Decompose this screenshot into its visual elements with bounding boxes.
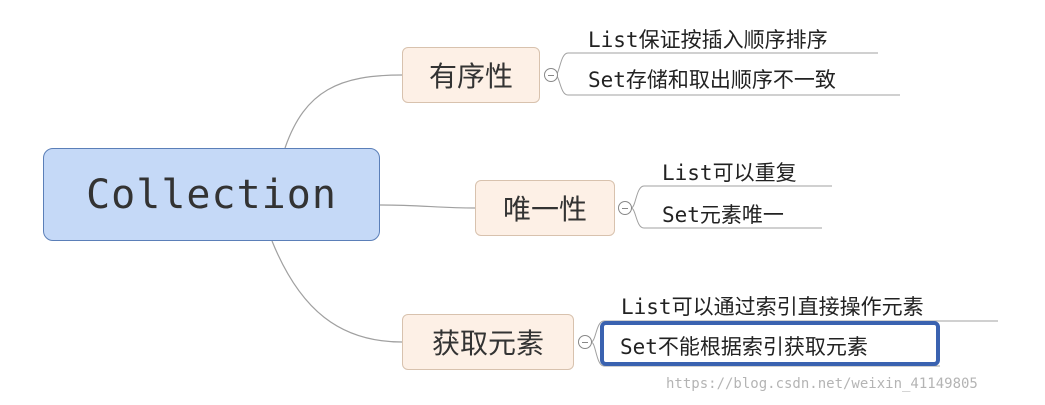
uniqueness-to-leaf-1-line (630, 185, 832, 209)
selection-highlight (600, 321, 940, 366)
collapse-element-access-icon[interactable] (578, 335, 592, 349)
topic-element-access-label: 获取元素 (431, 327, 544, 360)
leaf-access-set[interactable]: Set不能根据索引获取元素 (620, 335, 868, 359)
root-label: Collection (86, 171, 337, 218)
root-to-uniqueness-line (379, 204, 476, 209)
uniqueness-to-leaf-2-line (630, 207, 822, 229)
topic-ordering-label: 有序性 (428, 60, 513, 93)
collapse-uniqueness-icon[interactable] (618, 201, 632, 215)
topic-uniqueness[interactable]: 唯一性 (475, 180, 615, 236)
leaf-uniqueness-list[interactable]: List可以重复 (662, 161, 797, 185)
leaf-uniqueness-set[interactable]: Set元素唯一 (662, 203, 784, 227)
access-to-leaf-2-line (590, 341, 940, 367)
root-to-ordering-line (284, 74, 403, 149)
leaf-access-list[interactable]: List可以通过索引直接操作元素 (621, 295, 924, 319)
root-node-collection[interactable]: Collection (43, 148, 380, 241)
root-to-access-line (271, 240, 403, 343)
watermark: https://blog.csdn.net/weixin_41149805 (666, 376, 978, 392)
topic-ordering[interactable]: 有序性 (402, 47, 540, 103)
topic-element-access[interactable]: 获取元素 (402, 314, 574, 370)
leaf-ordering-list[interactable]: List保证按插入顺序排序 (588, 28, 828, 52)
leaf-ordering-set[interactable]: Set存储和取出顺序不一致 (588, 68, 836, 92)
topic-uniqueness-label: 唯一性 (502, 193, 587, 226)
collapse-ordering-icon[interactable] (544, 68, 558, 82)
